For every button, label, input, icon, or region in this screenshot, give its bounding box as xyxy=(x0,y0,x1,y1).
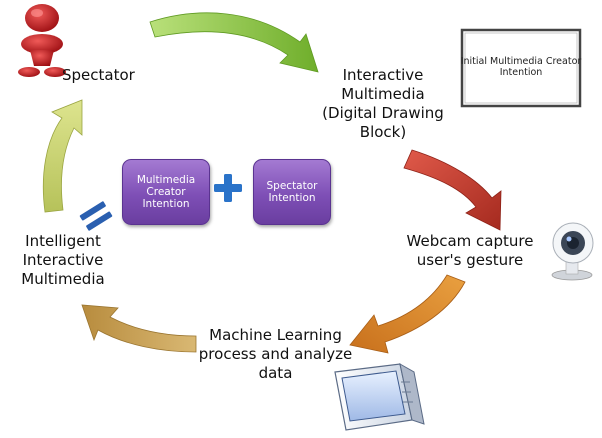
spectator-label-text: Spectator xyxy=(62,66,135,84)
whiteboard-caption-line: Intention xyxy=(499,67,543,78)
creator-intention-line: Intention xyxy=(142,198,190,210)
arrow-webcam-to-machine-learning xyxy=(349,274,466,354)
creator-intention-box: Multimedia Creator Intention xyxy=(122,159,210,225)
interactive-multimedia-line: Multimedia xyxy=(341,85,425,103)
equals-icon xyxy=(79,201,113,231)
intelligent-multimedia-line: Intelligent xyxy=(25,232,101,250)
arrow-machine-learning-to-intelligent xyxy=(81,304,197,353)
arrow-multimedia-to-webcam xyxy=(403,149,502,231)
interactive-multimedia-label: Interactive Multimedia (Digital Drawing … xyxy=(308,66,458,142)
creator-intention-line: Creator xyxy=(146,186,186,198)
webcam-label-line: user's gesture xyxy=(416,251,524,269)
intelligent-multimedia-line: Interactive xyxy=(22,251,104,269)
spectator-figure-icon xyxy=(18,4,66,77)
machine-learning-line: Machine Learning xyxy=(209,326,342,344)
spectator-intention-line: Intention xyxy=(268,192,316,204)
machine-learning-label: Machine Learning process and analyze dat… xyxy=(188,326,363,383)
creator-intention-line: Multimedia xyxy=(136,174,196,186)
arrow-intelligent-to-spectator xyxy=(42,99,83,213)
intelligent-multimedia-line: Multimedia xyxy=(21,270,105,288)
machine-learning-line: data xyxy=(258,364,293,382)
computer-screen-icon xyxy=(334,363,425,431)
machine-learning-line: process and analyze xyxy=(198,345,353,363)
spectator-label: Spectator xyxy=(62,66,162,85)
webcam-label: Webcam capture user's gesture xyxy=(395,232,545,270)
whiteboard-caption-line: Initial Multimedia Creator xyxy=(460,56,582,67)
intelligent-multimedia-label: Intelligent Interactive Multimedia xyxy=(4,232,122,289)
interactive-multimedia-line: (Digital Drawing xyxy=(322,104,444,122)
plus-icon xyxy=(214,174,242,202)
whiteboard-caption: Initial Multimedia Creator Intention xyxy=(455,56,587,78)
whiteboard-icon xyxy=(460,28,582,108)
spectator-intention-box: Spectator Intention xyxy=(253,159,331,225)
interactive-multimedia-line: Interactive xyxy=(342,66,424,84)
spectator-intention-line: Spectator xyxy=(266,180,318,192)
interactive-multimedia-line: Block) xyxy=(359,123,407,141)
webcam-icon xyxy=(551,222,594,281)
arrow-spectator-to-multimedia xyxy=(149,12,319,73)
webcam-label-line: Webcam capture xyxy=(406,232,534,250)
